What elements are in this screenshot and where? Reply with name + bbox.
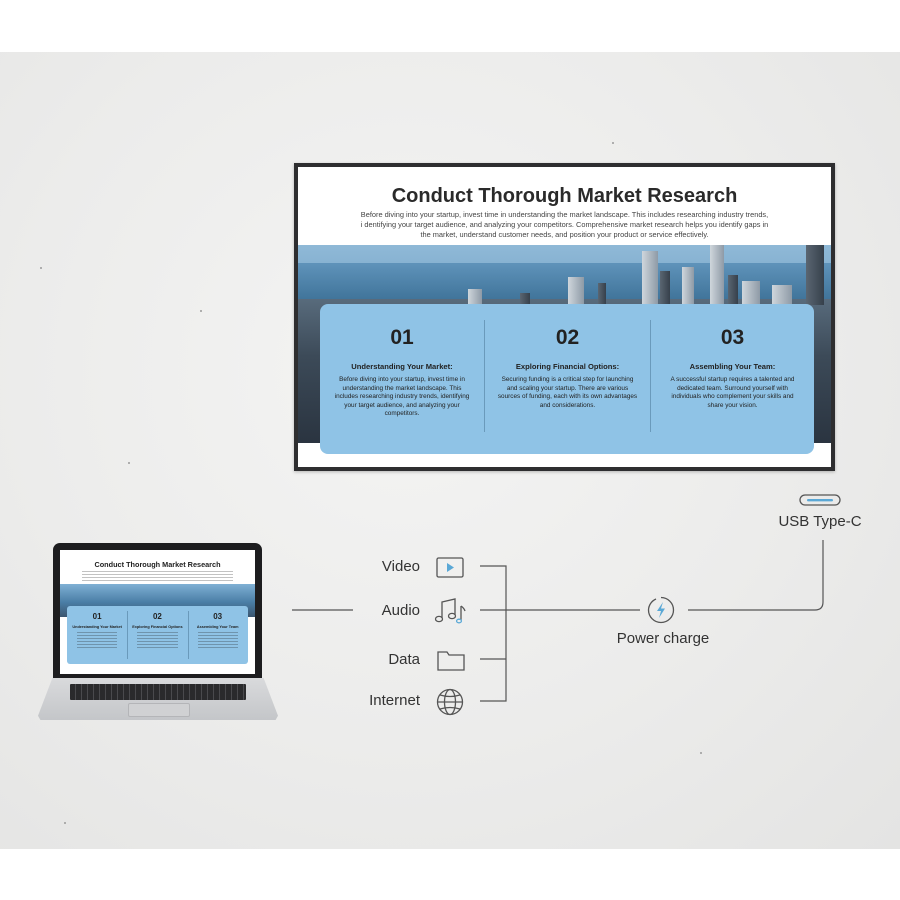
- laptop-card-2: 02 Exploring Financial Options: [127, 606, 187, 664]
- usb-type-c-label: USB Type-C: [778, 513, 862, 530]
- internet-label: Internet: [369, 692, 420, 709]
- laptop: Conduct Thorough Market Research 01 Unde…: [38, 543, 278, 723]
- card-title: Assembling Your Team:: [689, 362, 776, 371]
- laptop-card-number: 02: [152, 612, 162, 621]
- slide-intro: Before diving into your startup, invest …: [360, 210, 769, 239]
- play-icon: [435, 553, 465, 583]
- card-number: 03: [720, 326, 745, 349]
- info-card-1: 01 Understanding Your Market: Before div…: [320, 304, 484, 454]
- card-divider: [484, 320, 485, 432]
- laptop-card-number: 03: [213, 612, 223, 621]
- laptop-card-title: Assembling Your Team: [196, 625, 239, 629]
- laptop-keyboard: [70, 684, 246, 700]
- slide-title: Conduct Thorough Market Research: [391, 185, 738, 207]
- folder-icon: [436, 645, 466, 675]
- laptop-cards-panel: 01 Understanding Your Market 02 Explorin…: [67, 606, 248, 664]
- laptop-card-title: Understanding Your Market: [72, 625, 122, 629]
- card-text: Securing funding is a critical step for …: [497, 376, 638, 409]
- lightning-icon: [646, 595, 676, 625]
- audio-label: Audio: [381, 602, 420, 619]
- card-title: Exploring Financial Options:: [515, 362, 620, 371]
- globe-icon: [435, 687, 465, 717]
- usb-c-port-icon: [798, 492, 842, 508]
- video-label: Video: [381, 558, 420, 575]
- card-number: 02: [555, 326, 580, 349]
- laptop-lid: Conduct Thorough Market Research 01 Unde…: [53, 543, 262, 678]
- card-divider: [650, 320, 651, 432]
- info-card-2: 02 Exploring Financial Options: Securing…: [485, 304, 650, 454]
- music-note-icon: [433, 596, 467, 628]
- monitor-screen: Conduct Thorough Market Research Before …: [298, 167, 831, 467]
- info-cards-panel: 01 Understanding Your Market: Before div…: [320, 304, 814, 454]
- laptop-card-title: Exploring Financial Options: [132, 625, 183, 629]
- info-card-3: 03 Assembling Your Team: A successful st…: [651, 304, 814, 454]
- laptop-screen: Conduct Thorough Market Research 01 Unde…: [60, 550, 255, 674]
- card-title: Understanding Your Market:: [351, 362, 453, 371]
- laptop-trackpad: [128, 703, 190, 717]
- power-charge-label: Power charge: [616, 630, 710, 647]
- external-monitor: Conduct Thorough Market Research Before …: [294, 163, 835, 471]
- laptop-card-1: 01 Understanding Your Market: [67, 606, 127, 664]
- card-text: Before diving into your startup, invest …: [334, 376, 470, 418]
- laptop-slide-title: Conduct Thorough Market Research: [94, 560, 221, 569]
- laptop-card-3: 03 Assembling Your Team: [188, 606, 248, 664]
- laptop-card-number: 01: [92, 612, 102, 621]
- card-text: A successful startup requires a talented…: [670, 376, 795, 409]
- card-number: 01: [390, 326, 414, 349]
- laptop-base: [38, 678, 278, 720]
- data-label: Data: [388, 651, 420, 668]
